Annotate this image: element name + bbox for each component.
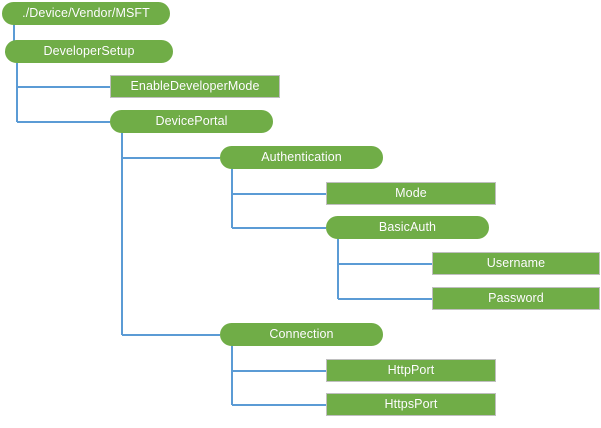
node-basicauth[interactable]: BasicAuth	[326, 216, 489, 239]
node-httpport-label: HttpPort	[387, 363, 435, 378]
node-password[interactable]: Password	[432, 287, 600, 310]
node-httpsport-label: HttpsPort	[384, 397, 438, 412]
node-mode-label: Mode	[395, 186, 427, 201]
node-developersetup-label: DeveloperSetup	[43, 44, 135, 59]
node-enabledevelopermode[interactable]: EnableDeveloperMode	[110, 75, 280, 98]
node-deviceportal[interactable]: DevicePortal	[110, 110, 273, 133]
node-basicauth-label: BasicAuth	[378, 220, 437, 235]
node-developersetup[interactable]: DeveloperSetup	[5, 40, 173, 63]
node-connection[interactable]: Connection	[220, 323, 383, 346]
node-enabledevelopermode-label: EnableDeveloperMode	[130, 79, 260, 94]
node-deviceportal-label: DevicePortal	[155, 114, 228, 129]
node-username-label: Username	[486, 256, 546, 271]
node-connection-label: Connection	[269, 327, 334, 342]
node-root-label: ./Device/Vendor/MSFT	[22, 6, 150, 21]
node-username[interactable]: Username	[432, 252, 600, 275]
node-mode[interactable]: Mode	[326, 182, 496, 205]
node-root[interactable]: ./Device/Vendor/MSFT	[2, 2, 170, 25]
node-authentication-label: Authentication	[261, 150, 342, 165]
node-authentication[interactable]: Authentication	[220, 146, 383, 169]
node-password-label: Password	[488, 291, 544, 306]
node-httpport[interactable]: HttpPort	[326, 359, 496, 382]
node-httpsport[interactable]: HttpsPort	[326, 393, 496, 416]
